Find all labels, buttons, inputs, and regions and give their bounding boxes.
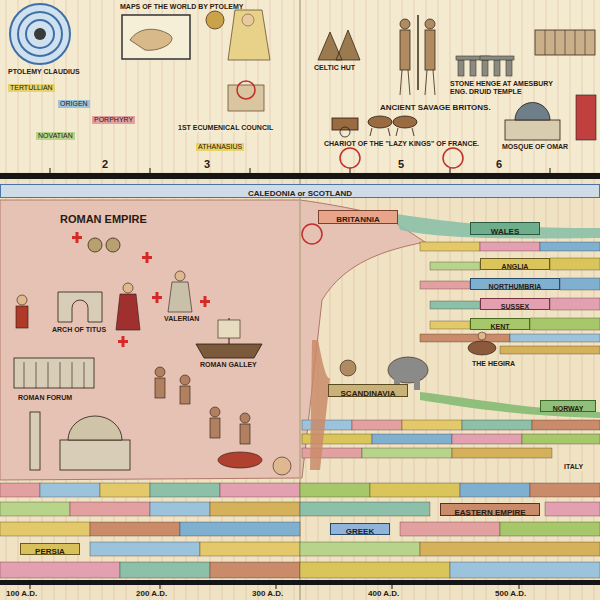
chart-label: ARCH OF TITUS <box>50 326 108 334</box>
chart-label: ATHANASIUS <box>196 143 244 151</box>
chart-label: 1ST ECUMENICAL COUNCIL <box>176 124 275 132</box>
band-label: CALEDONIA or SCOTLAND <box>248 188 352 200</box>
band-label: ANGLIA <box>502 262 529 272</box>
band-label: PERSIA <box>35 547 65 557</box>
band-label: ROMAN EMPIRE <box>60 213 147 226</box>
chart-label: 2 <box>100 158 110 171</box>
chart-label: 400 A.D. <box>366 589 401 598</box>
chart-label: STONE HENGE AT AMESBURY ENG. DRUID TEMPL… <box>448 80 560 96</box>
chart-label: ANCIENT SAVAGE BRITONS. <box>378 103 493 112</box>
chart-label: ROMAN FORUM <box>16 394 74 402</box>
nation-band: NORWAY <box>540 400 596 412</box>
chart-label: NOVATIAN <box>36 132 75 140</box>
chart-label: 6 <box>494 158 504 171</box>
kingdom-band: KENT <box>470 318 530 330</box>
chart-label: ORIGEN <box>58 100 90 108</box>
chart-label: ROMAN GALLEY <box>198 361 259 369</box>
chart-label: PTOLEMY CLAUDIUS <box>6 68 82 76</box>
band-label: NORTHUMBRIA <box>489 282 542 292</box>
empire-region: ROMAN EMPIRE <box>0 200 300 480</box>
band-label: NORWAY <box>553 404 584 414</box>
band-label: EASTERN EMPIRE <box>454 507 525 518</box>
chart-label: ITALY <box>562 463 585 471</box>
band-label: SCANDINAVIA <box>341 388 396 399</box>
band-label: WALES <box>491 226 519 237</box>
kingdom-band: SUSSEX <box>480 298 550 310</box>
chart-label: CHARIOT OF THE "LAZY KINGS" OF FRANCE. <box>322 140 481 148</box>
band-label: KENT <box>490 322 509 332</box>
chart-label: CELTIC HUT <box>312 64 357 72</box>
empire-band: PERSIA <box>20 543 80 555</box>
chart-label: PORPHYRY <box>92 116 135 124</box>
chart-label: 100 A.D. <box>4 589 39 598</box>
chart-label: TERTULLIAN <box>8 84 55 92</box>
kingdom-band: BRITANNIA <box>318 210 398 224</box>
kingdom-band: NORTHUMBRIA <box>470 278 560 290</box>
chart-label: THE HEGIRA <box>470 360 517 368</box>
kingdom-band: WALES <box>470 222 540 235</box>
band-label: GREEK <box>346 527 374 537</box>
chart-label: 3 <box>202 158 212 171</box>
nation-band: SCANDINAVIA <box>328 384 408 397</box>
river-band: CALEDONIA or SCOTLAND <box>0 184 600 198</box>
empire-band: EASTERN EMPIRE <box>440 503 540 516</box>
band-label: SUSSEX <box>501 302 529 312</box>
chart-label: 5 <box>396 158 406 171</box>
chart-label: 500 A.D. <box>493 589 528 598</box>
chart-label: 200 A.D. <box>134 589 169 598</box>
kingdom-band: ANGLIA <box>480 258 550 270</box>
chart-label: VALERIAN <box>162 315 201 323</box>
chart-label: MOSQUE OF OMAR <box>500 143 570 151</box>
chart-label: MAPS OF THE WORLD BY PTOLEMY <box>118 3 245 11</box>
empire-band: GREEK <box>330 523 390 535</box>
chart-label: 300 A.D. <box>250 589 285 598</box>
band-label: BRITANNIA <box>336 214 379 226</box>
